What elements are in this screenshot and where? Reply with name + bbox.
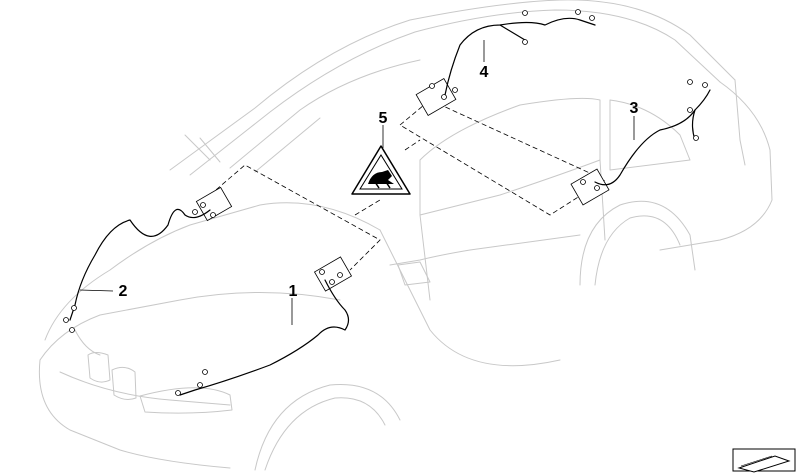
wire-harness-1 [175, 256, 353, 396]
wire-harness-2 [63, 186, 233, 333]
dashed-group-right [354, 99, 606, 216]
callout-5: 5 [379, 110, 388, 127]
callout-1: 1 [289, 283, 298, 300]
leader-lines [79, 40, 635, 325]
document-corner-icon [732, 448, 796, 473]
warning-triangle-icon [351, 145, 411, 195]
callout-3: 3 [630, 100, 639, 117]
callout-2: 2 [119, 283, 128, 300]
dashed-group-left [209, 164, 381, 271]
wire-harness-3 [570, 79, 711, 206]
callout-4: 4 [480, 64, 489, 81]
wire-harness-4 [415, 9, 596, 116]
car-outline [38, 0, 773, 471]
